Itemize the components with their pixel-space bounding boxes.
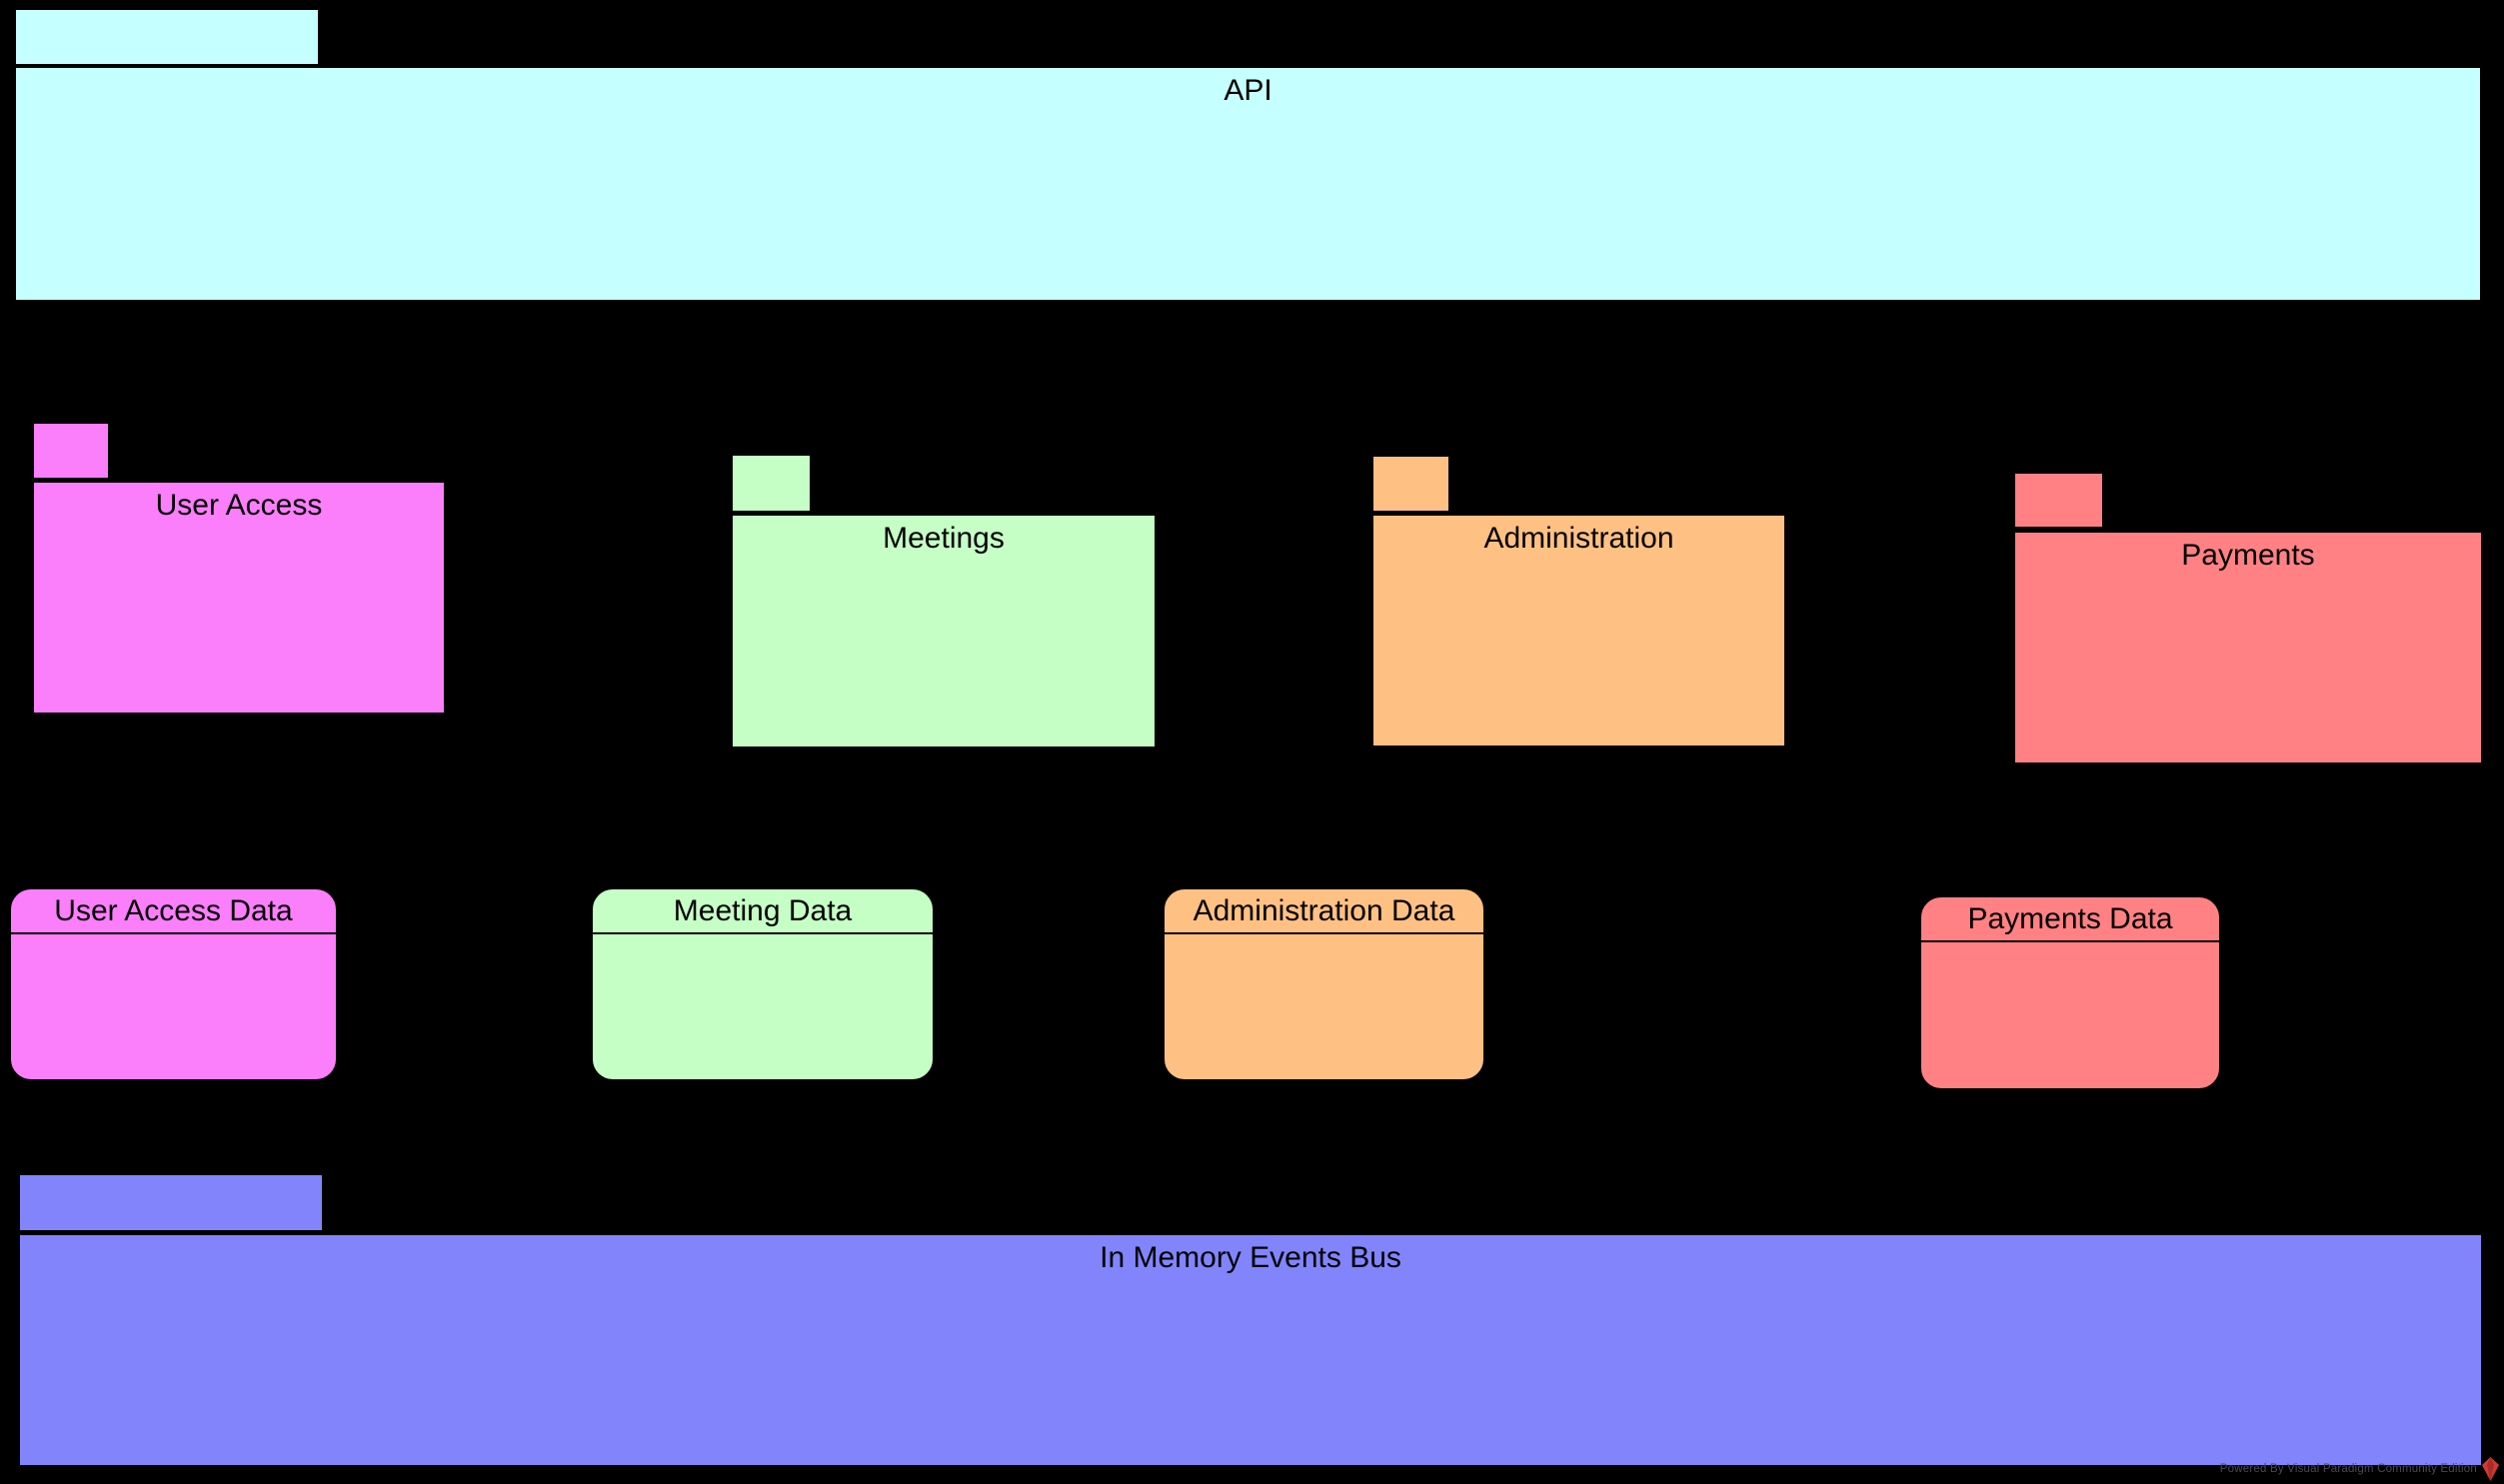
visual-paradigm-logo-icon: [2482, 1457, 2499, 1481]
payments-data-store[interactable]: Payments Data: [1919, 895, 2221, 1090]
user-access-package[interactable]: User Access: [32, 481, 446, 715]
administration-data-store-header: Administration Data: [1165, 889, 1483, 934]
meeting-data-store-header: Meeting Data: [593, 889, 933, 934]
api-package[interactable]: API: [14, 66, 2482, 302]
events-bus-package-label: In Memory Events Bus: [1100, 1241, 1401, 1274]
api-package-tab[interactable]: [14, 8, 320, 66]
user-access-data-store-label: User Access Data: [54, 894, 293, 927]
meetings-package-label: Meetings: [883, 522, 1005, 555]
meeting-data-store-label: Meeting Data: [673, 894, 853, 927]
administration-package[interactable]: Administration: [1371, 514, 1786, 747]
payments-data-store-label: Payments Data: [1967, 902, 2173, 935]
meetings-package[interactable]: Meetings: [731, 514, 1157, 748]
user-access-package-label: User Access: [155, 489, 323, 522]
events-bus-package-tab[interactable]: [18, 1173, 324, 1232]
payments-data-store-header: Payments Data: [1921, 897, 2219, 942]
administration-package-label: Administration: [1483, 522, 1674, 555]
administration-data-store-label: Administration Data: [1193, 894, 1455, 927]
watermark-text: Powered By Visual Paradigm Community Edi…: [2219, 1463, 2477, 1475]
payments-package-label: Payments: [2181, 539, 2315, 572]
events-bus-package[interactable]: In Memory Events Bus: [18, 1233, 2483, 1467]
user-access-package-tab[interactable]: [32, 422, 110, 480]
administration-data-store[interactable]: Administration Data: [1163, 887, 1485, 1081]
watermark: Powered By Visual Paradigm Community Edi…: [2220, 1455, 2499, 1483]
administration-package-tab[interactable]: [1371, 455, 1450, 513]
api-package-label: API: [1224, 74, 1272, 107]
user-access-data-store[interactable]: User Access Data: [9, 887, 338, 1081]
payments-package[interactable]: Payments: [2013, 531, 2483, 764]
payments-package-tab[interactable]: [2013, 472, 2104, 529]
meetings-package-tab[interactable]: [731, 454, 812, 513]
user-access-data-store-header: User Access Data: [11, 889, 336, 934]
meeting-data-store[interactable]: Meeting Data: [591, 887, 935, 1081]
